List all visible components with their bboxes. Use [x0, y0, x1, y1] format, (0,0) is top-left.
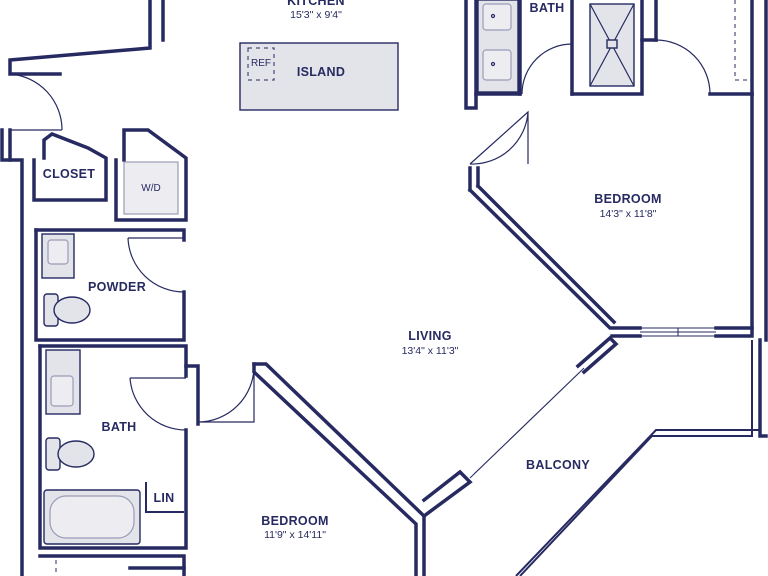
powder-sink — [47, 239, 69, 265]
bath-left-sink — [50, 375, 74, 407]
bedroom-right-dims: 14'3" x 11'8" — [600, 208, 657, 220]
wall-bedroom-right-diag — [467, 166, 642, 330]
bath-top-sink-2 — [482, 49, 512, 81]
fixtures — [41, 0, 635, 545]
ref-outline — [247, 47, 275, 81]
wall-slider-top — [575, 335, 619, 375]
bath-left-tub-inner — [49, 495, 135, 539]
closet-dash — [734, 0, 752, 81]
door-bedroom-right — [469, 110, 529, 165]
wall-powder — [34, 228, 186, 242]
wall-living-diag-left — [252, 362, 426, 576]
living-label: LIVING — [408, 329, 451, 343]
wd-unit — [123, 161, 179, 215]
wd-label: W/D — [141, 183, 160, 194]
wall-lin — [145, 482, 184, 513]
bath-left-toilet-bowl — [57, 440, 95, 468]
bedroom-left-dims: 11'9" x 14'11" — [264, 529, 326, 541]
lin-label: LIN — [153, 491, 174, 505]
door-bath-top — [521, 43, 573, 95]
wall-bedroom-left-bottom — [38, 554, 186, 576]
bath-top-sink-1 — [482, 3, 512, 31]
balcony-outline-2 — [515, 429, 761, 576]
island-counter — [239, 42, 399, 111]
ref-label: REF — [251, 58, 271, 69]
wall-kitchen-left — [8, 0, 152, 76]
bedroom-left-label: BEDROOM — [261, 514, 328, 528]
wall-bedroom-right-bottom — [610, 326, 754, 338]
window-bedroom-right — [640, 327, 716, 337]
bath-top-drain-2 — [490, 61, 496, 67]
bath-left-label: BATH — [102, 420, 137, 434]
wall-wd — [114, 128, 188, 222]
wall-jamb-left — [184, 364, 200, 426]
wall-bedroom-right-diag-2 — [475, 166, 617, 325]
labels: KITCHEN 15'3" x 9'4" ISLAND REF BATH CLO… — [43, 0, 662, 541]
living-dims: 13'4" x 11'3" — [402, 345, 459, 357]
bath-top-label: BATH — [530, 1, 565, 15]
wall-powder-2 — [34, 228, 186, 342]
balcony-label: BALCONY — [526, 458, 590, 472]
wall-closet — [32, 132, 108, 202]
bath-top-drain-1 — [490, 13, 496, 19]
door-bedroom-left — [197, 365, 255, 423]
bedroom-right-label: BEDROOM — [594, 192, 661, 206]
doors — [9, 39, 711, 431]
wall-bath-top-inner — [518, 0, 574, 96]
island-label: ISLAND — [297, 65, 345, 79]
wall-left-outer — [0, 128, 24, 576]
powder-label: POWDER — [88, 280, 146, 294]
wall-bath-top-left — [464, 0, 478, 110]
door-bath-top-right — [655, 39, 711, 95]
wall-bath-top-bottom — [474, 38, 658, 96]
wall-slider-bottom — [421, 469, 473, 519]
kitchen-label: KITCHEN — [287, 0, 345, 8]
slider-door — [469, 367, 585, 479]
kitchen-dims: 15'3" x 9'4" — [290, 9, 342, 21]
door-entry — [9, 73, 63, 131]
balcony-outline — [519, 340, 753, 576]
wall-far-right-outer — [758, 0, 768, 438]
door-bath-left — [129, 377, 187, 431]
shower-drain — [606, 39, 618, 49]
wall-living-diag-left-2 — [252, 362, 418, 576]
wall-bath-left-2 — [38, 344, 188, 550]
door-powder — [127, 237, 185, 293]
powder-toilet-bowl — [53, 296, 91, 324]
closet-label: CLOSET — [43, 167, 96, 181]
